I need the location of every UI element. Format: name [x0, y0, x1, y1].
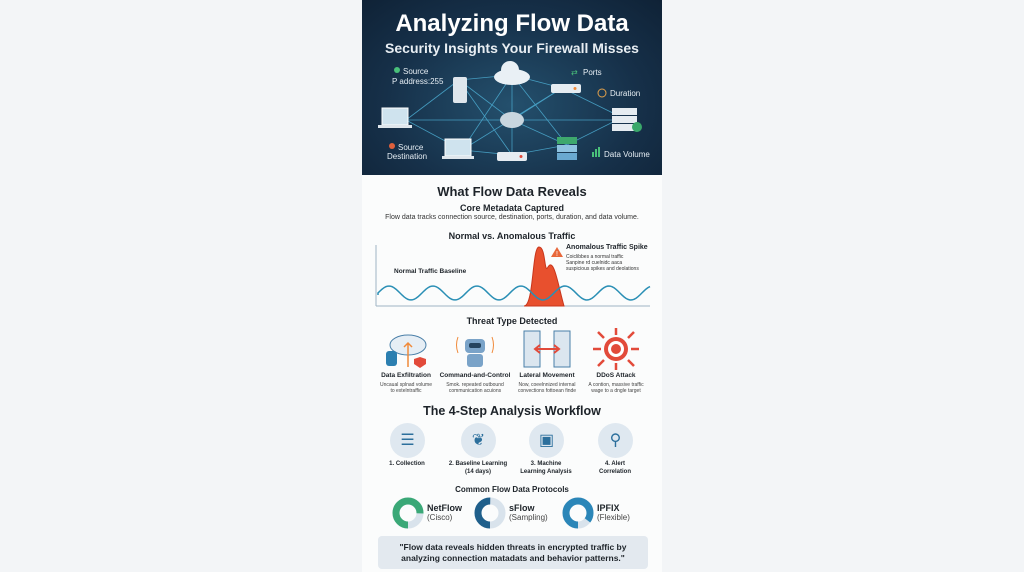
- donut-segment: [562, 497, 594, 529]
- svg-text:!: !: [556, 251, 558, 258]
- database-icon: ☰: [400, 432, 415, 449]
- server-icon: [453, 77, 467, 103]
- step-label: 4. Alert: [604, 461, 626, 467]
- protocols-title: Common Flow Data Protocols: [455, 485, 569, 494]
- cloud-exfiltration-icon: [386, 334, 427, 368]
- spike-description: Coiclibbes a normal traffic Sanpine rd c…: [566, 254, 639, 272]
- protocol-label: IPFIX(Flexible): [597, 503, 630, 523]
- spike-desc-line: suspicious spikes and deolations: [566, 266, 639, 272]
- chip-step-icon-bg: ▣: [529, 423, 564, 458]
- threats-title: Threat Type Detected: [466, 316, 558, 326]
- storage-icon: [557, 137, 577, 160]
- chip-icon: ▣: [538, 432, 555, 449]
- protocol-sub: (Sampling): [509, 513, 548, 522]
- switch-icon: [551, 84, 581, 93]
- quote-box: "Flow data reveals hidden threats in enc…: [378, 536, 648, 569]
- database-step-icon-bg: ☰: [390, 423, 425, 458]
- alert-search-icon: ⚲: [609, 432, 622, 449]
- protocol-name: NetFlow: [427, 503, 462, 513]
- step-label: (14 days): [464, 469, 491, 475]
- threat-description: Smok. repeated outbound: [446, 382, 504, 388]
- anomaly-spike: [523, 246, 565, 307]
- step-label: Learning Analysis: [520, 469, 572, 475]
- ddos-target-icon: [593, 328, 639, 370]
- baseline-label: Normal Traffic Baseline: [394, 268, 467, 275]
- label-source2: Source: [398, 143, 424, 152]
- protocol-donut: [474, 497, 506, 529]
- clock-icon: [597, 88, 607, 98]
- hero-banner: Analyzing Flow Data Security Insights Yo…: [362, 0, 662, 175]
- protocol-label: NetFlow(Cisco): [427, 503, 462, 523]
- threat-name: DDoS Attack: [596, 372, 636, 379]
- threat-name: Lateral Movement: [519, 372, 575, 379]
- step-label: 2. Baseline Learning: [448, 461, 508, 467]
- threat-description: convections fottoean finde: [517, 388, 577, 394]
- alert-search-step-icon-bg: ⚲: [598, 423, 633, 458]
- robot-icon: [456, 336, 494, 367]
- protocol-label: sFlow(Sampling): [509, 503, 548, 523]
- label-ports: Ports: [583, 68, 602, 77]
- subtitle: Security Insights Your Firewall Misses: [385, 40, 639, 56]
- reveals-title: What Flow Data Reveals: [437, 184, 587, 199]
- laptop-icon: [444, 138, 472, 157]
- spike-label: Anomalous Traffic Spike: [566, 244, 648, 251]
- warning-icon: !: [551, 247, 563, 258]
- protocol-name: IPFIX: [597, 503, 620, 513]
- cloud-icon: [494, 61, 530, 85]
- traffic-chart: [375, 245, 651, 307]
- protocol-sub: (Flexible): [597, 513, 630, 522]
- spike-desc-line: Coiclibbes a normal traffic: [566, 254, 624, 260]
- ports-arrows-icon: ⇄: [571, 68, 578, 77]
- label-destination: Destination: [387, 152, 428, 161]
- donut-segment: [474, 497, 506, 529]
- user-icon: [394, 67, 400, 73]
- bar-chart-icon: [592, 147, 600, 157]
- label-ip: P address:255: [392, 77, 444, 86]
- workflow-title: The 4-Step Analysis Workflow: [423, 404, 601, 418]
- label-data-volume: Data Volume: [604, 150, 650, 159]
- reveals-description: Flow data tracks connection source, dest…: [385, 214, 639, 221]
- router-icon: [500, 112, 524, 128]
- reveals-subtitle: Core Metadata Captured: [459, 203, 565, 213]
- step-label: 1. Collection: [389, 461, 425, 467]
- threat-description: A contion, massive traffic: [588, 382, 644, 388]
- title: Analyzing Flow Data: [395, 10, 629, 37]
- quote-line: analyzing connection matadats and behavi…: [401, 553, 625, 563]
- threat-description: Uncaual splnad volume: [380, 382, 432, 388]
- protocol-donut: [392, 497, 424, 529]
- access-point-icon: [497, 152, 527, 161]
- brain-icon: ❦: [471, 432, 486, 449]
- location-pin-icon: [389, 143, 395, 149]
- threat-description: communication acuions: [448, 388, 502, 394]
- spike-desc-line: Sanpine rd cuelnidc aaca: [566, 260, 623, 266]
- threat-description: Now, coeelnnized internal: [518, 382, 576, 388]
- laptop-icon: [381, 107, 409, 126]
- label-source: Source: [403, 67, 429, 76]
- protocol-donut: [562, 497, 594, 529]
- threat-name: Command-and-Control: [439, 372, 511, 379]
- step-label: Correlation: [598, 469, 631, 475]
- server-rack-icon: [612, 108, 642, 132]
- label-duration: Duration: [610, 89, 641, 98]
- threat-name: Data Exfiltration: [381, 372, 431, 379]
- threat-description: to extelntraffic: [390, 388, 422, 394]
- protocol-name: sFlow: [509, 503, 535, 513]
- protocol-sub: (Cisco): [427, 513, 453, 522]
- brain-step-icon-bg: ❦: [461, 423, 496, 458]
- baseline-wave: [377, 285, 651, 301]
- traffic-title: Normal vs. Anomalous Traffic: [448, 231, 576, 241]
- quote-line: "Flow data reveals hidden threats in enc…: [399, 542, 627, 552]
- threat-description: wage to a dngle target: [591, 388, 641, 394]
- step-label: 3. Machine: [530, 461, 562, 467]
- infographic: Analyzing Flow Data Security Insights Yo…: [362, 0, 662, 572]
- lateral-movement-icon: [523, 330, 571, 368]
- network-diagram: ⇄: [378, 61, 642, 161]
- donut-segment: [392, 497, 424, 529]
